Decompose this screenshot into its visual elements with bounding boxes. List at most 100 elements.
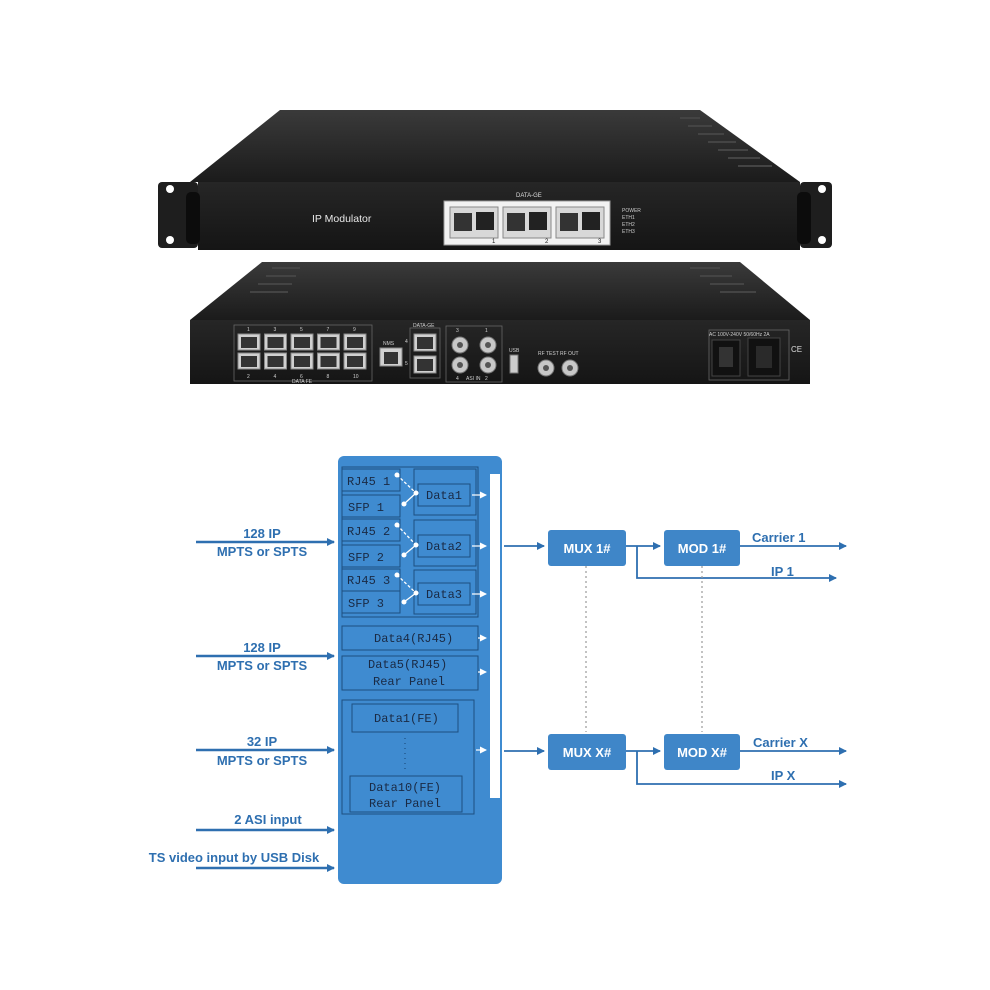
- rj45-1-box: [341, 468, 401, 492]
- fe-port-socket-5: [294, 337, 310, 348]
- asi-num-2: 2: [485, 376, 488, 382]
- fe-first-box: [351, 703, 459, 733]
- fe-port-socket-7: [320, 337, 337, 348]
- front-port-3: [555, 206, 605, 239]
- mod-x-label: MOD X#: [677, 745, 728, 760]
- asi-num-1: 1: [485, 328, 488, 334]
- fe-port-number-7: 7: [327, 327, 330, 333]
- sfp-1-box: [341, 494, 401, 518]
- rear-nms-label: NMS: [383, 341, 395, 347]
- fe-port-number-3: 3: [274, 327, 277, 333]
- data1-box: [417, 483, 471, 507]
- carrier-1-label: Carrier 1: [752, 530, 805, 545]
- sfp-3-label: SFP 3: [348, 597, 384, 611]
- asi-num-3: 3: [456, 328, 459, 334]
- ip-1-label: IP 1: [771, 564, 794, 579]
- fe-port-number-10: 10: [353, 374, 359, 380]
- input-5-label: TS video input by USB Disk: [149, 850, 320, 865]
- input-bus-bar: [490, 474, 500, 798]
- front-port-group-label: DATA-GE: [516, 193, 542, 199]
- mux-1-box: [548, 530, 626, 566]
- rear-ge-num-4: 4: [405, 339, 408, 345]
- input-1-line2: MPTS or SPTS: [217, 544, 308, 559]
- front-port-1: [449, 206, 499, 239]
- led-eth1: ETH1: [622, 215, 635, 221]
- fe-port-socket-8: [320, 356, 337, 367]
- rear-usb-label: USB: [509, 348, 520, 354]
- mod-x-box: [664, 734, 740, 770]
- asi-num-4: 4: [456, 376, 459, 382]
- rear-fe-ports: [237, 333, 367, 370]
- fe-port-number-9: 9: [353, 327, 356, 333]
- asi-label: ASI IN: [466, 376, 481, 382]
- power-spec-label: AC 100V-240V 50/60Hz 2A: [709, 332, 770, 338]
- led-power: POWER: [622, 208, 641, 214]
- rear-fe-numbers: 1 2 3 4 5 6 7 8 9 10: [247, 327, 359, 380]
- fe-port-number-5: 5: [300, 327, 303, 333]
- sfp-2-box: [341, 544, 401, 568]
- input-4-label: 2 ASI input: [234, 812, 302, 827]
- front-chassis: 1 2 3 POWER ETH1 ETH2 ETH3: [158, 110, 832, 250]
- rear-ge-label: DATA-GE: [413, 323, 435, 329]
- mod-1-label: MOD 1#: [678, 541, 727, 556]
- ge-group-box: [341, 466, 479, 618]
- fe-port-socket-2: [241, 356, 257, 367]
- fe-port-number-4: 4: [274, 374, 277, 380]
- rf-test-label: RF TEST: [538, 351, 559, 357]
- front-port-num-3: 3: [598, 239, 602, 245]
- data1-label: Data1: [426, 489, 462, 503]
- carrier-x-label: Carrier X: [753, 735, 808, 750]
- fe-port-socket-3: [267, 337, 284, 348]
- data5-box: [341, 655, 479, 691]
- data5-line1: Data5(RJ45): [368, 658, 447, 672]
- input-1-line1: 128 IP: [243, 526, 281, 541]
- fe-port-socket-1: [241, 337, 257, 348]
- input-3-line1: 32 IP: [247, 734, 278, 749]
- data4-label: Data4(RJ45): [374, 632, 453, 646]
- fe-port-number-8: 8: [327, 374, 330, 380]
- rj45-3-label: RJ45 3: [347, 574, 390, 588]
- mux-x-label: MUX X#: [563, 745, 612, 760]
- front-port-num-2: 2: [545, 239, 549, 245]
- input-3-line2: MPTS or SPTS: [217, 753, 308, 768]
- data2-label: Data2: [426, 540, 462, 554]
- rear-fe-label: DATA FE: [292, 379, 313, 385]
- sfp-2-label: SFP 2: [348, 551, 384, 565]
- led-eth2: ETH2: [622, 222, 635, 228]
- fe-port-socket-9: [347, 337, 363, 348]
- rear-chassis: [190, 262, 810, 384]
- data3-label: Data3: [426, 588, 462, 602]
- fe-port-number-1: 1: [247, 327, 250, 333]
- rf-out-label: RF OUT: [560, 351, 579, 357]
- mod-1-box: [664, 530, 740, 566]
- ce-mark: CE: [791, 345, 802, 354]
- fe-group-box: [341, 699, 475, 815]
- fe-port-socket-4: [267, 356, 284, 367]
- input-2-line2: MPTS or SPTS: [217, 658, 308, 673]
- fe-first-label: Data1(FE): [374, 712, 439, 726]
- fe-port-number-6: 6: [300, 374, 303, 380]
- mux-x-box: [548, 734, 626, 770]
- fe-port-number-2: 2: [247, 374, 250, 380]
- fe-port-socket-10: [347, 356, 363, 367]
- sfp-1-label: SFP 1: [348, 501, 384, 515]
- rj45-2-label: RJ45 2: [347, 525, 390, 539]
- rear-ge-num-5: 5: [405, 361, 408, 367]
- data5-line2: Rear Panel: [373, 675, 445, 689]
- rj45-1-label: RJ45 1: [347, 475, 390, 489]
- front-device-label: IP Modulator: [312, 213, 372, 225]
- led-eth3: ETH3: [622, 229, 635, 235]
- mux-1-label: MUX 1#: [564, 541, 612, 556]
- fe-last-box: [349, 775, 463, 813]
- ip-x-label: IP X: [771, 768, 796, 783]
- rj45-2-box: [341, 518, 401, 542]
- front-port-2: [502, 206, 552, 239]
- fe-port-socket-6: [294, 356, 310, 367]
- fe-last-line2: Rear Panel: [369, 797, 441, 811]
- input-2-line1: 128 IP: [243, 640, 281, 655]
- sfp-3-box: [341, 590, 401, 614]
- fe-last-line1: Data10(FE): [369, 781, 441, 795]
- front-port-num-1: 1: [492, 239, 496, 245]
- input-panel: [338, 456, 502, 884]
